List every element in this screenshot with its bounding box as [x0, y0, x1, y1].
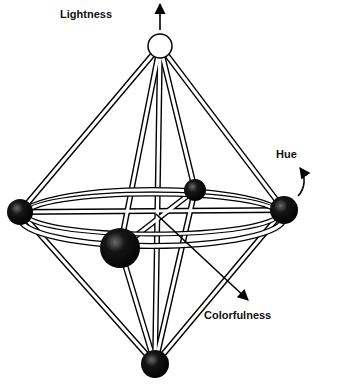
right-sphere	[270, 196, 298, 224]
axis-label: Lightness	[60, 8, 112, 21]
rods	[20, 46, 284, 364]
lightness-arrow	[159, 4, 161, 30]
left-sphere	[7, 199, 33, 225]
rod	[120, 46, 160, 248]
colorfulness-arrow	[156, 214, 248, 300]
rod	[160, 46, 284, 210]
front-sphere	[100, 228, 140, 268]
equator-rings	[20, 190, 284, 246]
rod	[160, 46, 284, 210]
rod	[20, 210, 284, 212]
rod	[20, 46, 160, 212]
rod	[20, 210, 284, 212]
rod	[20, 46, 160, 212]
white-sphere	[148, 34, 172, 58]
rod	[155, 46, 160, 364]
hue-arrow	[298, 168, 304, 196]
rod	[120, 46, 160, 248]
back-sphere	[184, 179, 206, 201]
axis-label: Colorfulness	[204, 309, 271, 322]
bottom-sphere	[141, 350, 169, 378]
rod	[155, 46, 160, 364]
axis-label: Hue	[276, 148, 297, 161]
spheres	[7, 34, 298, 378]
